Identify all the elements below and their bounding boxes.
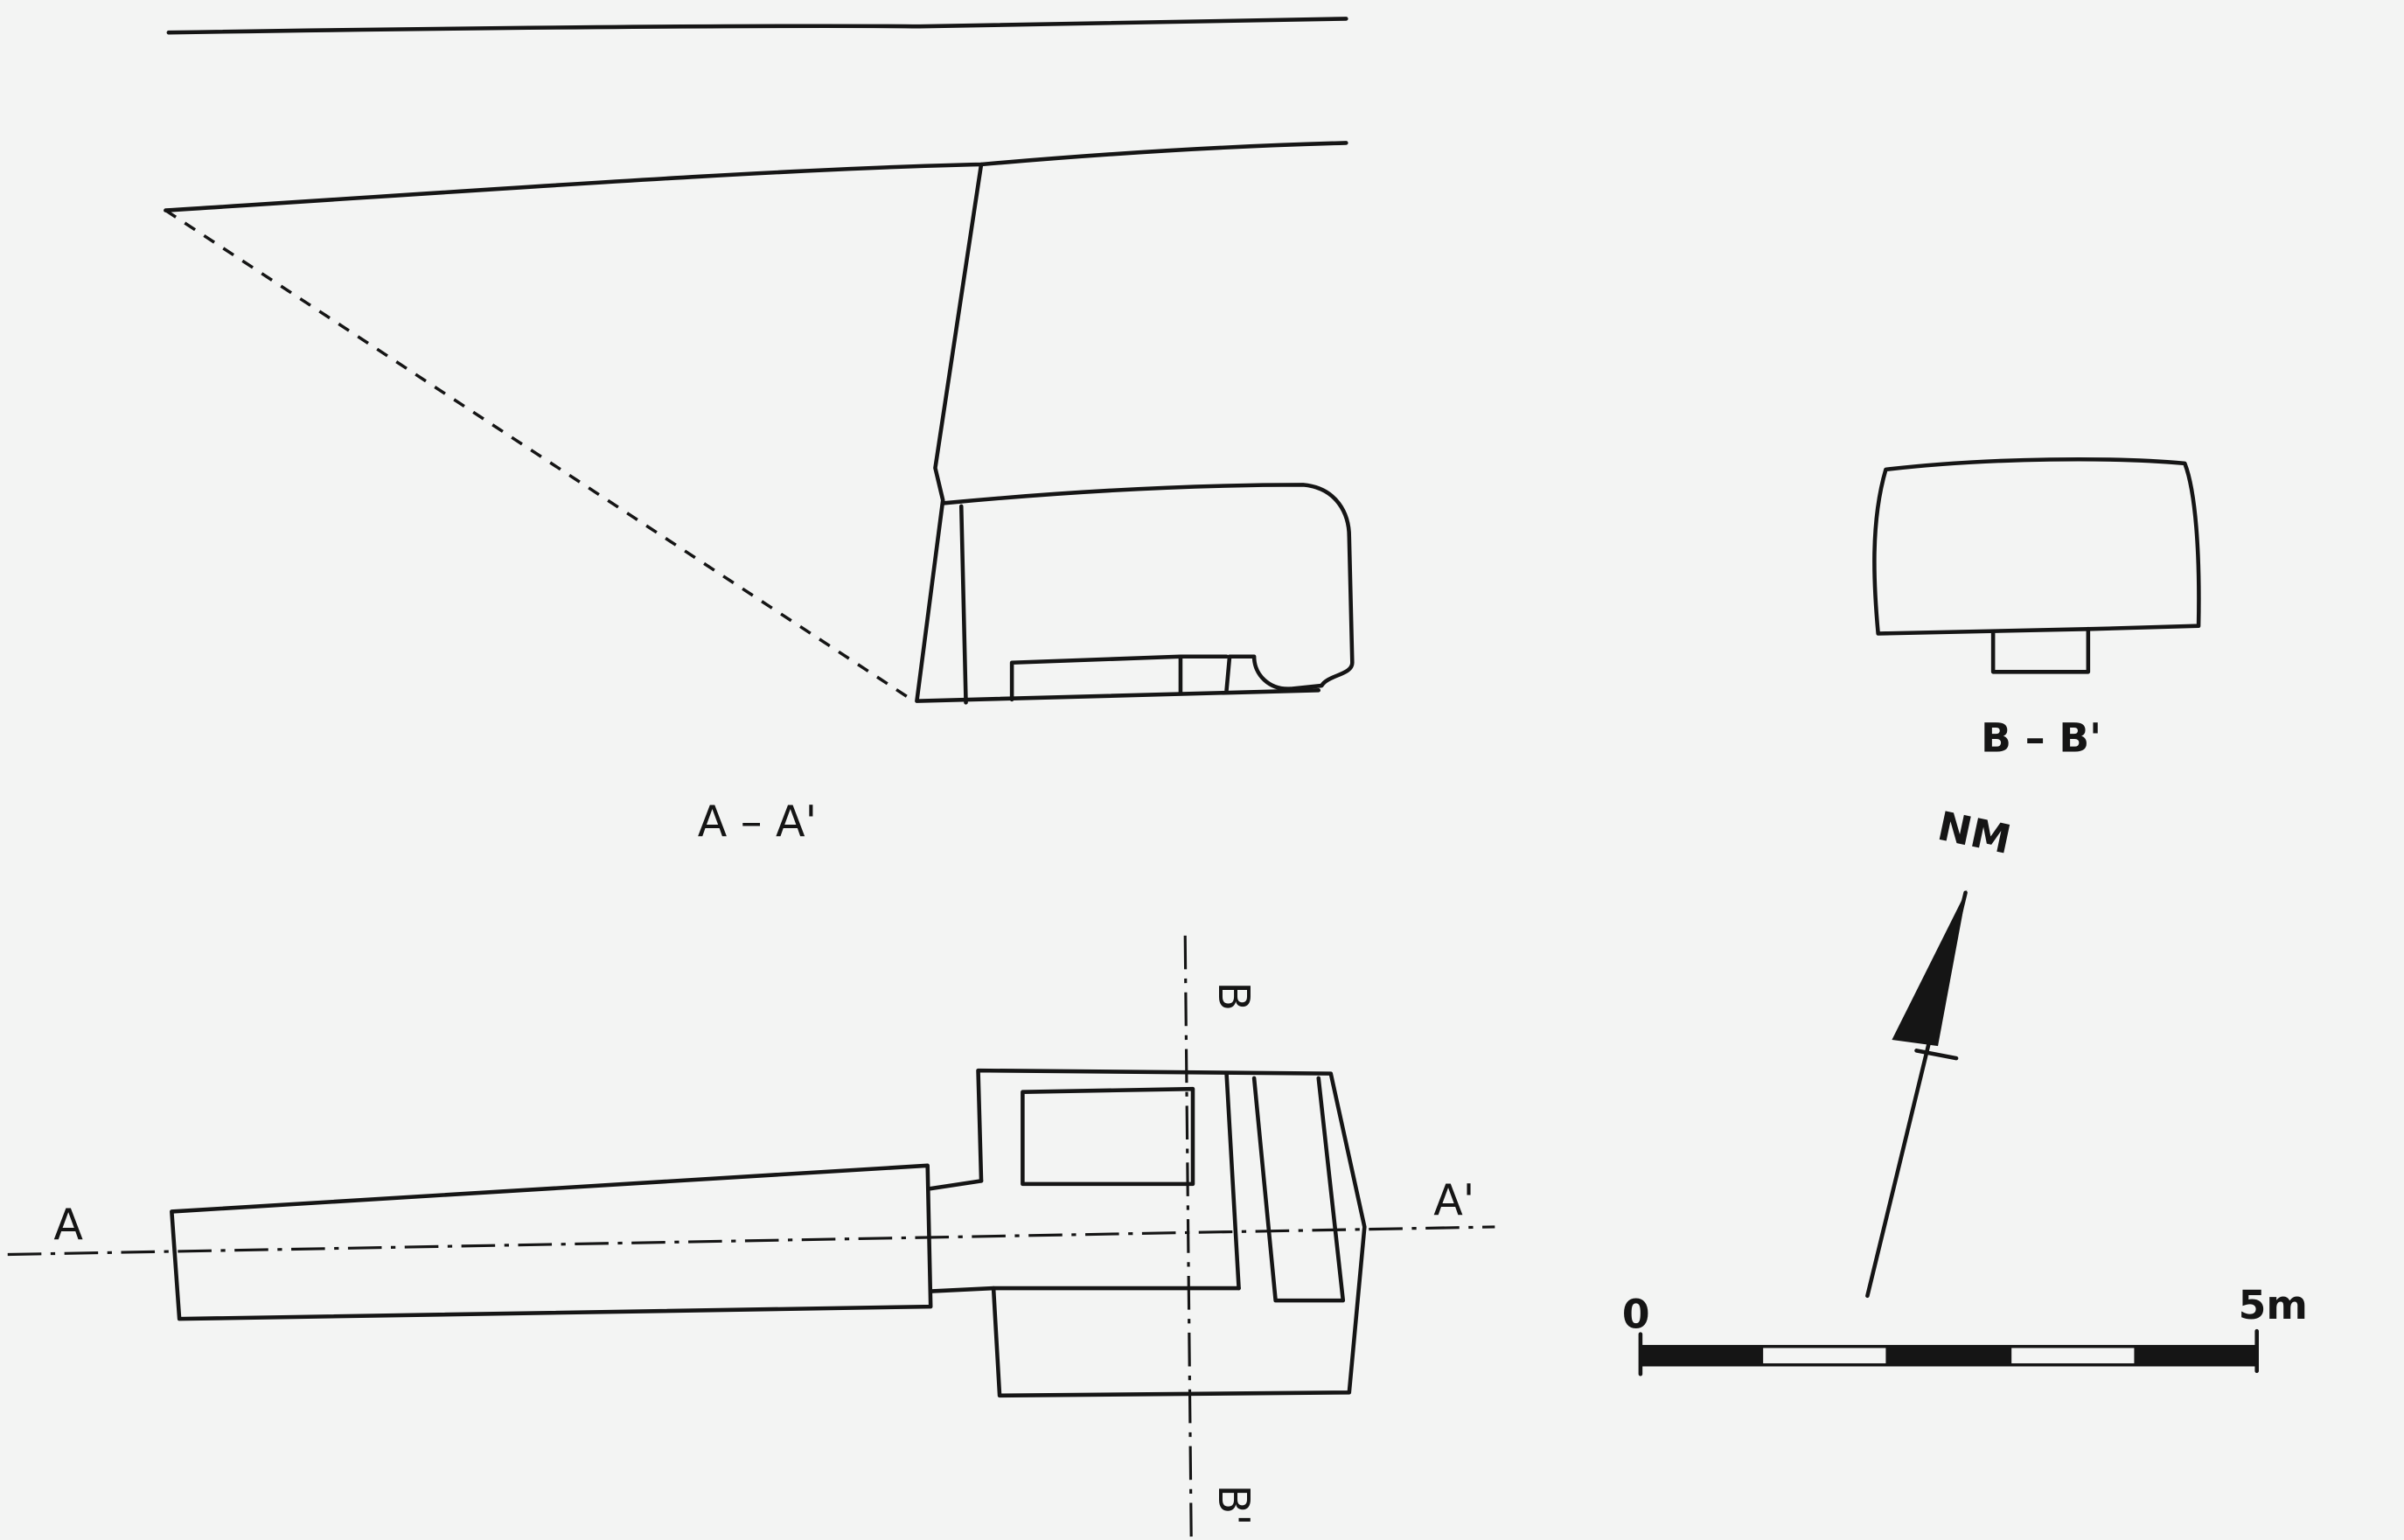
projection-dashed-line bbox=[164, 209, 915, 703]
section-b-b: B – B' bbox=[1872, 456, 2201, 761]
sarcophagus-profile bbox=[940, 483, 1355, 702]
rock-face-line bbox=[164, 141, 1348, 213]
upper-ground-line bbox=[166, 17, 1348, 35]
north-arrow-tick bbox=[1914, 1049, 1959, 1061]
axis-a-label: A bbox=[53, 1199, 83, 1250]
scale-segment-1 bbox=[1640, 1346, 1764, 1365]
section-a-a-label: A – A' bbox=[698, 796, 817, 847]
plan-view: A A' B B' bbox=[7, 935, 1495, 1540]
axis-b-prime-label: B' bbox=[1209, 1484, 1259, 1525]
scale-segment-5 bbox=[2134, 1346, 2257, 1365]
section-a-a: A – A' bbox=[164, 17, 1355, 847]
scale-end-label: 5m bbox=[2239, 1282, 2308, 1328]
axis-a-prime-label: A' bbox=[1433, 1174, 1474, 1225]
section-b-b-outline bbox=[1872, 456, 2201, 636]
plan-block bbox=[976, 1068, 1367, 1398]
scale-start-label: 0 bbox=[1622, 1292, 1650, 1338]
plan-inner-basin bbox=[1021, 1086, 1195, 1187]
wall-inner-line bbox=[958, 504, 968, 705]
north-arrow: NM bbox=[1865, 803, 2015, 1299]
plan-inner-lines bbox=[1224, 1071, 1346, 1303]
plan-channel bbox=[170, 1163, 933, 1321]
plan-connector bbox=[928, 1179, 996, 1293]
section-b-b-label: B – B' bbox=[1981, 714, 2101, 761]
axis-b-b bbox=[1183, 935, 1193, 1540]
axis-a-a bbox=[7, 1225, 1495, 1257]
north-arrow-label: NM bbox=[1934, 803, 2015, 863]
scale-segment-3 bbox=[1885, 1346, 2012, 1365]
scale-end-ticks bbox=[1638, 1328, 2259, 1376]
section-b-b-base bbox=[1990, 626, 2091, 674]
north-arrow-head-icon bbox=[1892, 889, 1968, 1047]
axis-b-label: B bbox=[1209, 981, 1259, 1011]
wall-profile bbox=[915, 162, 1321, 703]
scale-bar: 0 5m bbox=[1622, 1282, 2308, 1376]
